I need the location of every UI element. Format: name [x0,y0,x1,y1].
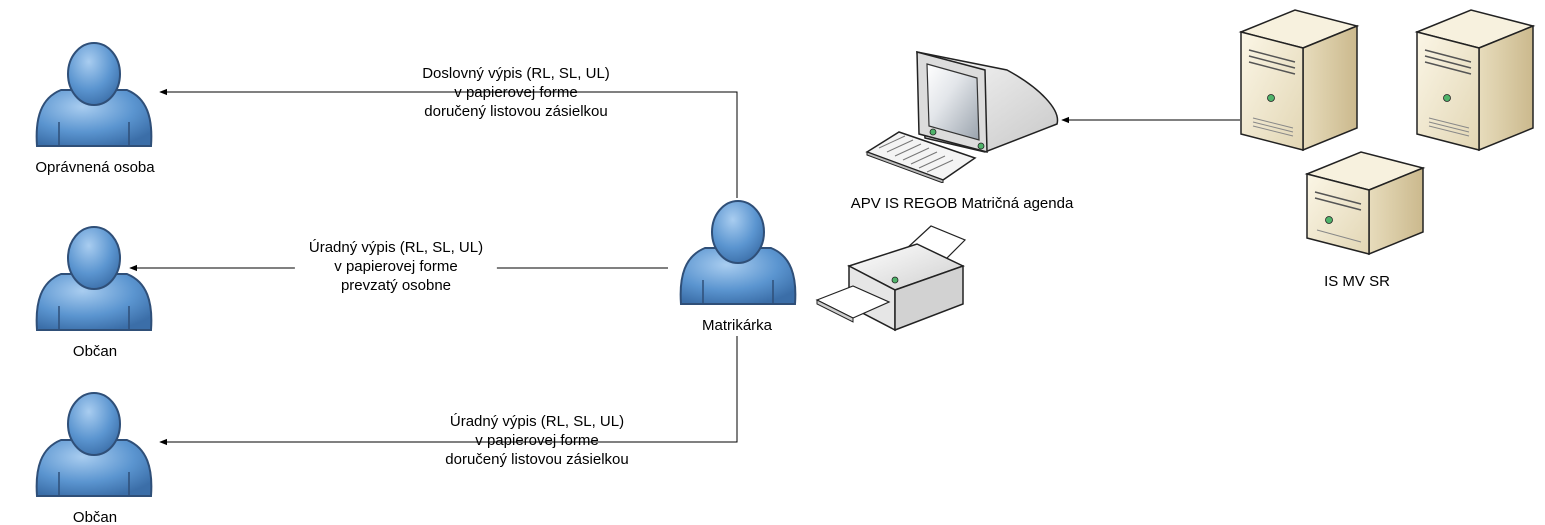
server-icon [1238,9,1536,256]
edge-to-obcan-2 [159,336,738,446]
node-label-obcan-1: Občan [72,343,118,360]
computer-icon [865,51,1059,183]
person-icon [35,42,153,147]
node-label-is-mv-sr: IS MV SR [1324,273,1390,290]
edge-label-to-obcan-2: Úradný výpis (RL, SL, UL) v papierovej f… [445,413,629,468]
person-icon [679,200,797,305]
person-icon [35,226,153,331]
node-label-opravnena-osoba: Oprávnená osoba [35,159,155,176]
node-label-apv: APV IS REGOB Matričná agenda [850,195,1074,212]
printer-icon [815,225,967,332]
person-icon [35,392,153,497]
edge-to-opravnena-osoba [159,88,738,198]
edge-label-to-opravnena-osoba: Doslovný výpis (RL, SL, UL) v papierovej… [422,65,610,120]
edge-label-to-obcan-1: Úradný výpis (RL, SL, UL) v papierovej f… [294,238,498,295]
node-label-obcan-2: Občan [72,509,118,525]
node-label-matrikarka: Matrikárka [701,317,773,334]
